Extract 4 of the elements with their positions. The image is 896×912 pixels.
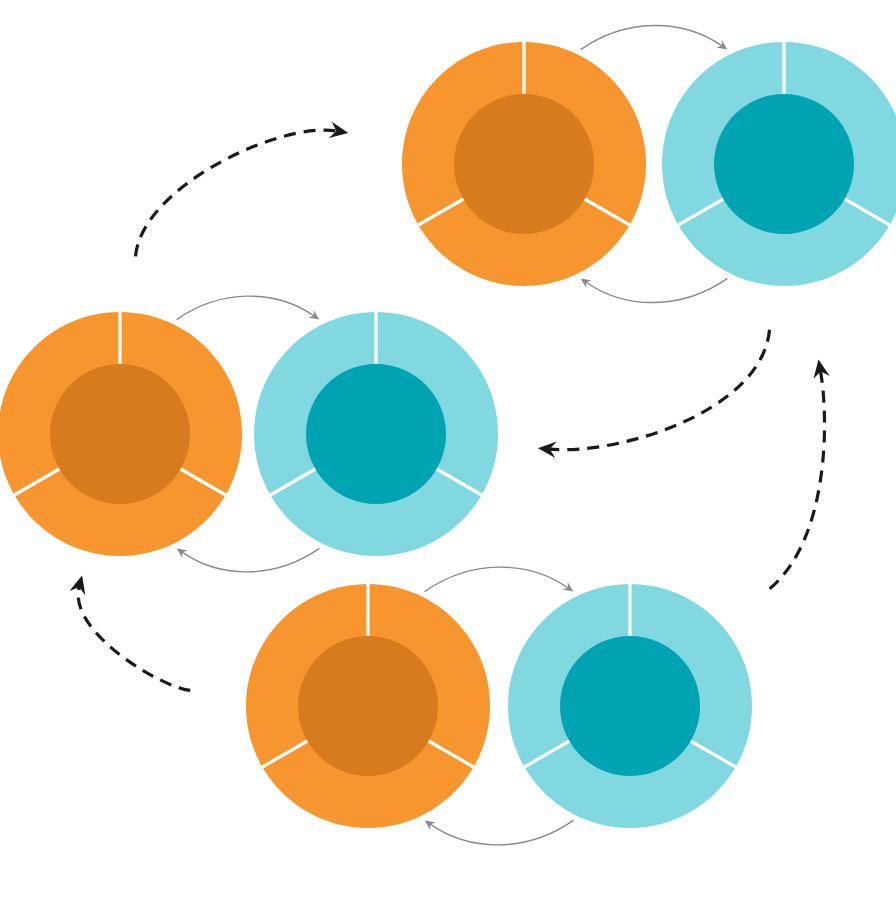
donut-circle xyxy=(402,42,646,286)
donut-circle xyxy=(246,584,490,828)
donut-circle xyxy=(508,584,752,828)
donut-circle xyxy=(254,312,498,556)
